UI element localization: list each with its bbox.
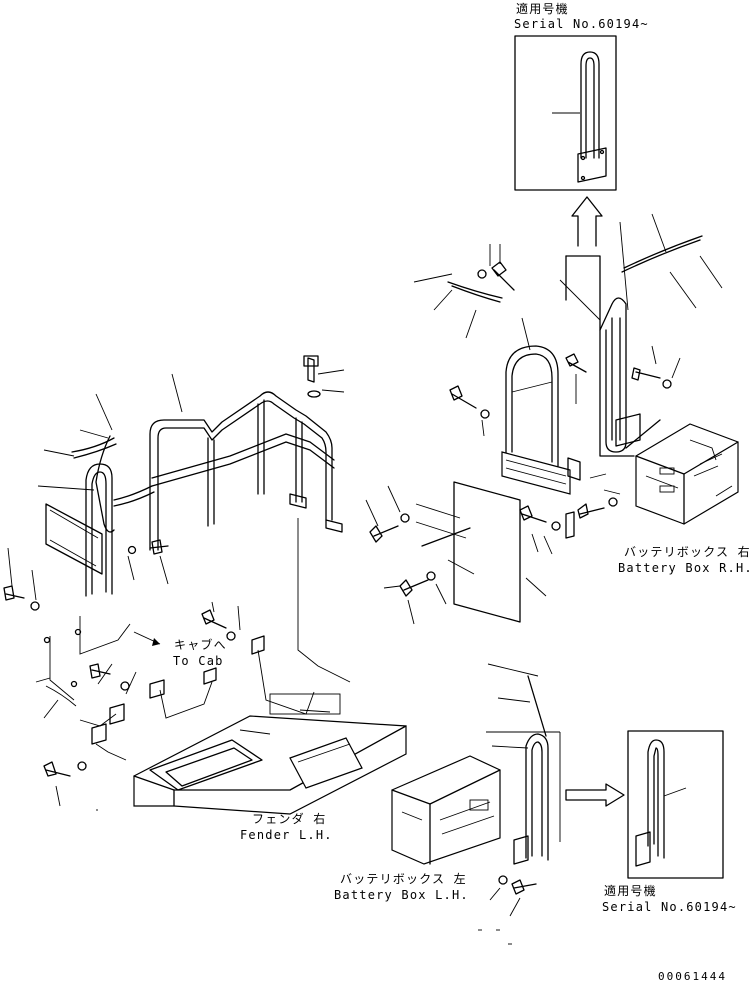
right-railing-assembly [559, 213, 723, 457]
battery-box-rh [635, 423, 739, 525]
fender-assembly [133, 693, 407, 815]
bottom-inset-handrail [627, 730, 724, 879]
fender-label-jp: フェンダ 右 [252, 812, 327, 826]
battery-box-lh [391, 755, 501, 865]
to-cab-label-en: To Cab [173, 654, 224, 668]
to-cab-label-jp: キャブへ [174, 638, 227, 652]
top-inset-serial-label: Serial No.60194~ [514, 17, 649, 31]
step-ladder-assembly [365, 244, 621, 625]
harness-lines [35, 518, 351, 807]
arrow-right-icon [565, 783, 625, 807]
arrow-up-icon [571, 196, 603, 247]
bottom-inset-applicable-label: 適用号機 [604, 884, 657, 898]
battery-box-rh-label-en: Battery Box R.H. [618, 561, 749, 575]
battery-box-lh-label-en: Battery Box L.H. [334, 888, 469, 902]
lh-handrail [486, 663, 561, 917]
bottom-inset-serial-label: Serial No.60194~ [602, 900, 737, 914]
fender-label-en: Fender L.H. [240, 828, 333, 842]
battery-box-rh-label-jp: バッテリボックス 右 [624, 545, 749, 559]
battery-box-lh-label-jp: バッテリボックス 左 [340, 872, 467, 886]
top-inset-handrail [514, 35, 617, 191]
left-railing-assembly [3, 355, 345, 611]
top-inset-applicable-label: 適用号機 [516, 2, 569, 16]
drawing-number: 00061444 [658, 970, 727, 983]
